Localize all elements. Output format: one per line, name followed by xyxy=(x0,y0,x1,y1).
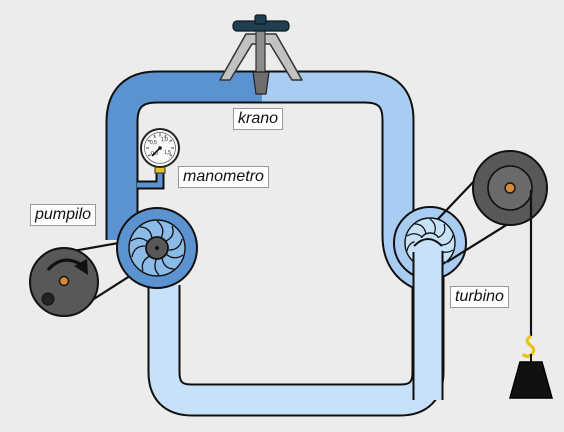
valve xyxy=(219,14,303,95)
gauge-needle xyxy=(151,147,161,157)
output-pulley xyxy=(472,150,548,226)
curved-arrow-icon xyxy=(46,258,88,275)
gauge-connector xyxy=(137,163,166,190)
tap-handle-icon xyxy=(232,14,290,32)
label-turbino: turbino xyxy=(450,286,509,308)
gauge-scale-1: 0,5 xyxy=(150,140,157,146)
weight xyxy=(509,361,553,399)
return-pipe xyxy=(147,250,445,417)
label-manometro: manometro xyxy=(178,166,269,188)
gauge-scale-3: 1,5 xyxy=(164,150,171,156)
pressure-gauge: 0,0 0,5 1,0 1,5 xyxy=(140,128,180,168)
label-pumpilo: pumpilo xyxy=(30,204,97,226)
motor-pulley xyxy=(29,247,99,317)
hook-icon xyxy=(521,334,536,362)
gauge-scale-2: 1,0 xyxy=(161,137,168,143)
pump xyxy=(116,207,198,289)
label-krano: krano xyxy=(233,108,284,130)
